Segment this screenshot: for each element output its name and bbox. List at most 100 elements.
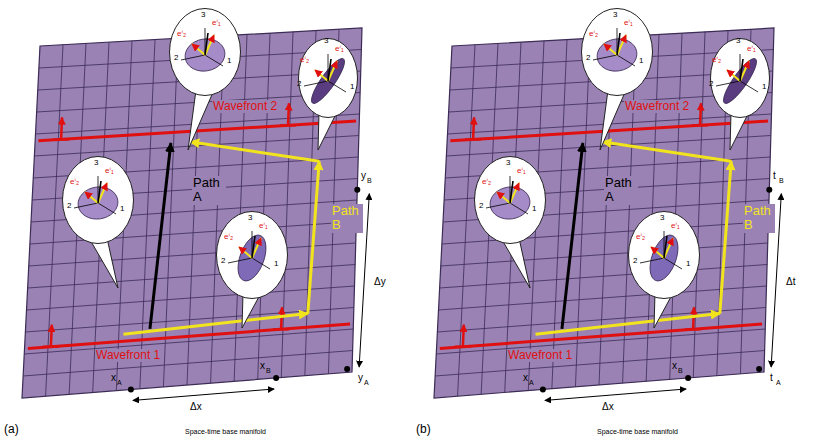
basis-vector-label: eⁱ₂ — [482, 178, 491, 186]
coordinate-label: x — [523, 372, 528, 383]
coordinate-subscript: B — [779, 177, 784, 185]
axis-number: 1 — [686, 260, 690, 268]
dimension-arrow — [133, 389, 274, 400]
coordinate-label: y — [361, 170, 366, 181]
fibre-balloon: 3eⁱ₁eⁱ₂21 — [298, 38, 358, 118]
wavefront-label: Wavefront 1 — [507, 349, 573, 362]
grid-line — [435, 351, 765, 377]
propagation-arrow — [693, 307, 694, 329]
path-label: Path A — [192, 176, 226, 205]
balloon-shape — [628, 211, 700, 299]
axis-number: 2 — [479, 202, 483, 210]
coordinate-subscript: A — [364, 379, 369, 387]
coordinate-subscript: B — [367, 177, 372, 185]
basis-vector-label: eⁱ₁ — [747, 45, 756, 53]
grid-line — [27, 286, 355, 310]
coordinate-dot — [344, 366, 350, 372]
path-b-line — [602, 142, 731, 161]
balloon-shape — [581, 8, 653, 96]
fibre-balloon: 3 eⁱ₁ eⁱ₂ 2 1 — [216, 211, 288, 299]
caption-text: Space-time base manifold — [597, 428, 678, 436]
axis-number: 2 — [709, 80, 713, 88]
path-b-line — [190, 142, 319, 161]
basis-vector-label: eⁱ₂ — [70, 178, 79, 186]
basis-vector-label: eⁱ₂ — [636, 233, 645, 241]
balloon-tail — [188, 90, 214, 150]
balloon-shape — [62, 156, 134, 244]
panel-label: (a) — [4, 423, 19, 436]
path-label: Path B — [743, 204, 775, 233]
caption-text: Space-time base manifold — [185, 428, 266, 436]
axis-number: 1 — [274, 260, 278, 268]
propagation-arrow — [473, 117, 474, 139]
basis-vector-label: eⁱ₁ — [105, 167, 114, 175]
axis-number: 3 — [736, 37, 740, 45]
axis-number: 3 — [660, 214, 664, 222]
dimension-label: Δt — [786, 276, 795, 287]
axis-number: 3 — [94, 159, 98, 167]
basis-vector-label: eⁱ₂ — [589, 30, 598, 38]
balloon-shape — [169, 8, 241, 96]
axis-number: 2 — [633, 257, 637, 265]
axis-number: 3 — [248, 214, 252, 222]
coordinate-label: x — [111, 372, 116, 383]
dimension-label: Δy — [374, 276, 386, 287]
basis-vector-label: eⁱ₂ — [300, 56, 309, 64]
basis-vector-label: eⁱ₁ — [517, 167, 526, 175]
path-a-line — [562, 143, 583, 329]
basis-vector-label: eⁱ₁ — [259, 222, 268, 230]
grid-line — [24, 329, 353, 354]
fibre-balloon: 3 eⁱ₁ eⁱ₂ 2 1 — [710, 38, 770, 118]
axis-number: 3 — [201, 11, 205, 19]
coordinate-dot — [354, 187, 360, 193]
basis-vector-label: eⁱ₁ — [624, 19, 633, 27]
coordinate-dot — [540, 386, 546, 392]
balloon-shape — [298, 38, 358, 118]
path-b-line — [308, 161, 319, 313]
propagation-arrow — [463, 325, 464, 347]
path-label: Path A — [604, 176, 638, 205]
propagation-arrow — [288, 103, 289, 125]
axis-number: 3 — [613, 11, 617, 19]
basis-vector-label: eⁱ₂ — [712, 56, 721, 64]
axis-number: 2 — [174, 54, 178, 62]
dimension-arrow — [545, 389, 686, 400]
fibre-balloon: 3 eⁱ₁ eⁱ₂ 2 1 — [581, 8, 653, 96]
coordinate-subscript: A — [529, 379, 534, 387]
wavefront-label: Wavefront 2 — [212, 100, 278, 113]
basis-vector-label: eⁱ₂ — [224, 233, 233, 241]
fibre-balloon: 3 eⁱ₁ eⁱ₂ 2 1 — [169, 8, 241, 96]
propagation-arrow — [281, 307, 282, 329]
axis-number: 2 — [221, 257, 225, 265]
grid-line — [23, 351, 353, 377]
coordinate-dot — [273, 375, 279, 381]
path-label: Path B — [331, 204, 363, 233]
basis-vector-label: eⁱ₁ — [212, 19, 221, 27]
fibre-balloon: 3eⁱ₁eⁱ₂21 — [474, 156, 546, 244]
axis-number: 1 — [227, 57, 231, 65]
basis-vector-label: eⁱ₂ — [177, 30, 186, 38]
grid-line — [436, 329, 765, 354]
axis-number: 1 — [639, 57, 643, 65]
path-a-line — [150, 143, 171, 329]
grid-line — [439, 286, 767, 310]
balloon-tail — [501, 238, 530, 288]
axis-number: 2 — [297, 80, 301, 88]
coordinate-label: y — [358, 372, 363, 383]
coordinate-dot — [756, 366, 762, 372]
fibre-balloon: 3eⁱ₁eⁱ₂21 — [62, 156, 134, 244]
balloon-tail — [89, 238, 118, 288]
grid-line — [29, 243, 356, 266]
balloon-shape — [216, 211, 288, 299]
axis-number: 3 — [324, 37, 328, 45]
axis-number: 1 — [350, 83, 354, 91]
axis-number: 1 — [762, 83, 766, 91]
grid-line — [28, 265, 356, 289]
coordinate-label: t — [773, 170, 776, 181]
coordinate-subscript: A — [117, 379, 122, 387]
axis-number: 2 — [586, 54, 590, 62]
coordinate-subscript: B — [265, 367, 272, 375]
wavefront-label: Wavefront 2 — [624, 100, 690, 113]
axis-number: 1 — [532, 205, 536, 213]
